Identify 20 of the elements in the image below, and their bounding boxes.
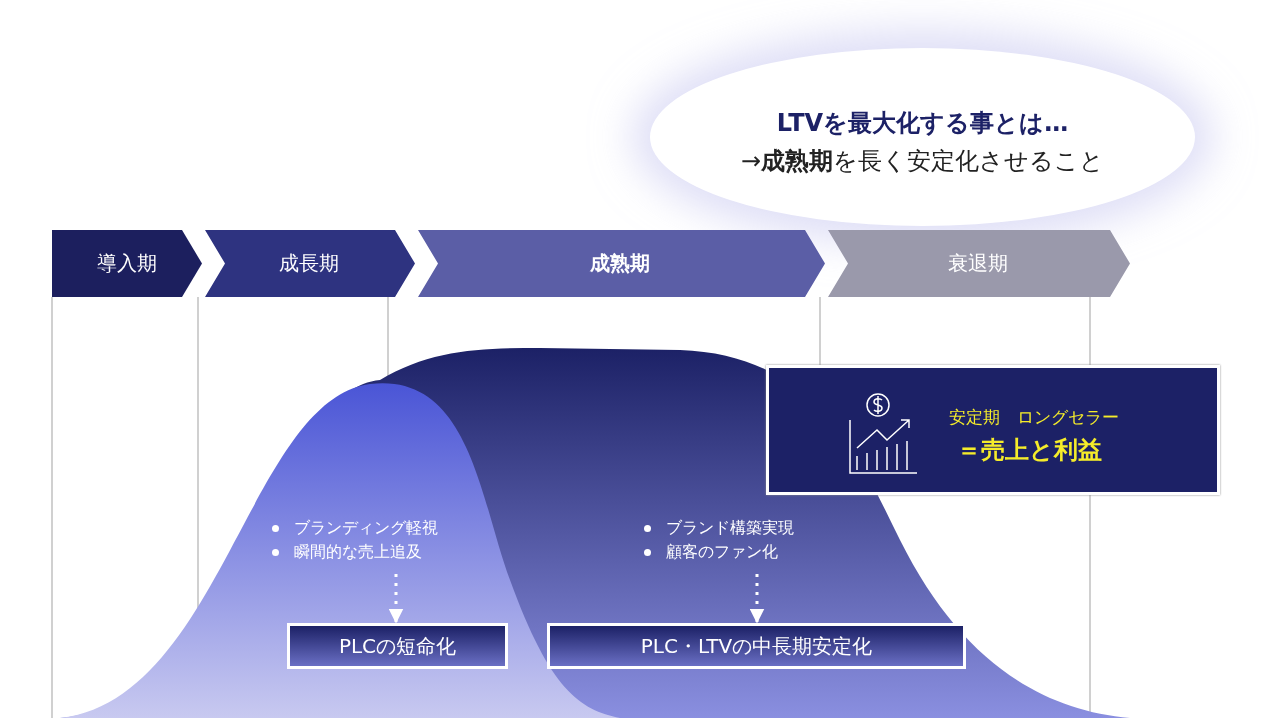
arrow: [749, 574, 765, 624]
result-box: [287, 623, 508, 669]
stage-banner: [52, 230, 202, 297]
phase-label: 衰退期: [947, 250, 1008, 277]
bullet-text: 顧客のファン化: [666, 542, 778, 561]
bullet-text: ブランディング軽視: [294, 518, 438, 537]
bullet-text: ブランド構築実現: [666, 518, 794, 537]
panel-heading: ＝売上と利益: [957, 435, 1102, 466]
bullet-text: 瞬間的な売上追及: [294, 542, 422, 561]
result-label: PLC・LTVの中長期安定化: [640, 632, 873, 660]
highlight-panel: [766, 365, 1220, 495]
phase-label: 成長期: [278, 250, 339, 277]
result-label: PLCの短命化: [338, 632, 457, 660]
panel-subtitle: 安定期 ロングセラー: [949, 406, 1119, 429]
result-box: [547, 623, 966, 669]
bubble-text: →成熟期を長く安定化させること: [740, 146, 1105, 177]
arrow: [388, 574, 404, 624]
phase-label: 導入期: [97, 250, 157, 277]
phase-label: 成熟期: [590, 250, 650, 277]
bubble-heading: LTVを最大化する事とは…: [776, 108, 1069, 139]
